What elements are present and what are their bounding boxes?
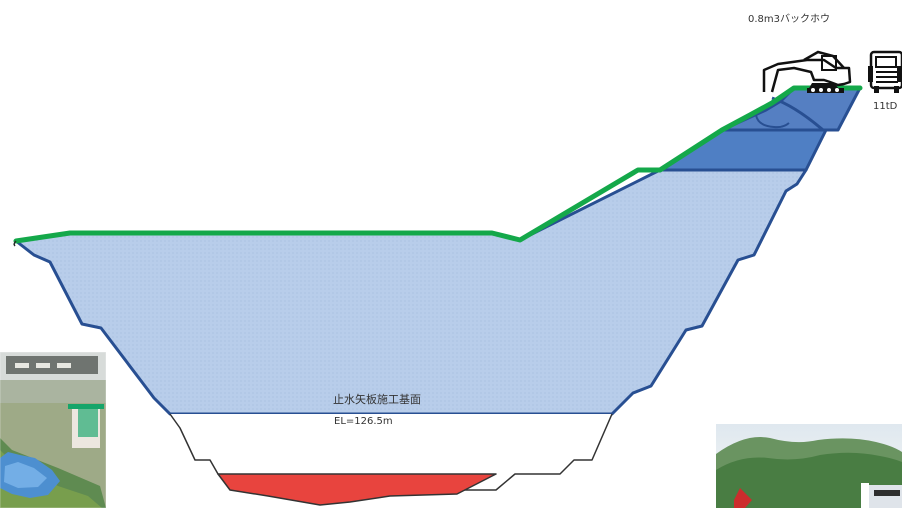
backhoe-label: 0.8m3バックホウ [748, 13, 830, 25]
bench-1 [720, 86, 862, 132]
excavation-area [14, 86, 862, 416]
bench-1-hook [755, 114, 790, 129]
excavator-icon [762, 50, 852, 93]
bench-2 [658, 128, 828, 172]
truck-label: 11tD [873, 101, 898, 112]
dump-truck-icon [868, 50, 902, 93]
red-zone [217, 473, 497, 506]
lower-section [169, 413, 613, 506]
site-photo-right [716, 424, 902, 508]
ground-surface [13, 85, 863, 247]
site-photo-left [0, 351, 107, 508]
elevation-label: EL=126.5m [334, 416, 393, 427]
base-surface-label: 止水矢板施工基面 [333, 392, 421, 406]
